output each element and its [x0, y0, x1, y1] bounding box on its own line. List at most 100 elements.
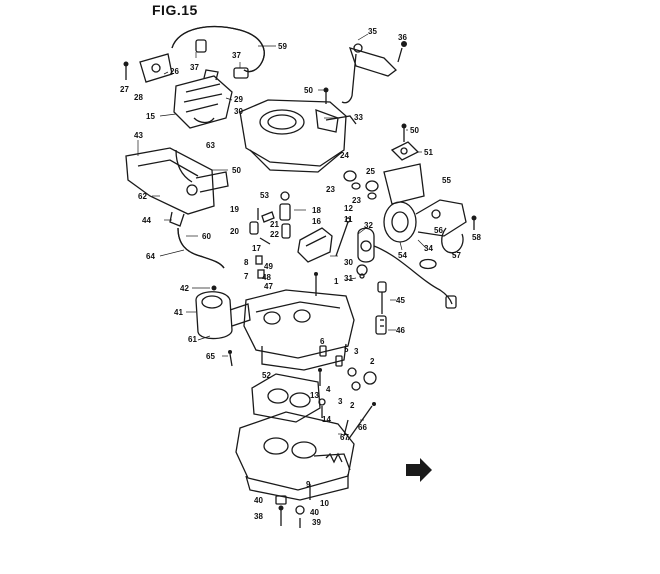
- screw-part-50: [323, 87, 329, 104]
- callout-46: 46: [396, 326, 405, 335]
- figure-title: FIG.15: [152, 2, 198, 18]
- choke-unit-part-15: [173, 69, 233, 129]
- callout-20: 20: [230, 227, 239, 236]
- callout-35: 35: [368, 27, 377, 36]
- callout-59: 59: [278, 42, 287, 51]
- callout-63: 63: [206, 141, 215, 150]
- callout-36: 36: [398, 33, 407, 42]
- callout-54: 54: [398, 251, 407, 260]
- callout-labels: 59 35 36 37 37 26 27 28 50 29 30 33 15 4…: [120, 27, 481, 527]
- callout-64: 64: [146, 252, 155, 261]
- callout-66: 66: [358, 423, 367, 432]
- callout-42: 42: [180, 284, 189, 293]
- callout-40: 40: [310, 508, 319, 517]
- callout-23: 23: [326, 185, 335, 194]
- callout-33: 33: [354, 113, 363, 122]
- callout-61: 61: [188, 335, 197, 344]
- callout-8: 8: [244, 258, 249, 267]
- leader-lines: [137, 33, 457, 435]
- callout-17: 17: [252, 244, 261, 253]
- callout-24: 24: [340, 151, 349, 160]
- callout-3: 3: [354, 347, 359, 356]
- callout-2: 2: [370, 357, 375, 366]
- callout-3: 3: [338, 397, 343, 406]
- callout-47: 47: [264, 282, 273, 291]
- callout-19: 19: [230, 205, 239, 214]
- callout-18: 18: [312, 206, 321, 215]
- callout-67: 67: [340, 433, 349, 442]
- callout-37: 37: [232, 51, 241, 60]
- callout-45: 45: [396, 296, 405, 305]
- callout-57: 57: [452, 251, 461, 260]
- callout-26: 26: [170, 67, 179, 76]
- callout-39: 39: [312, 518, 321, 527]
- callout-32: 32: [364, 221, 373, 230]
- callout-44: 44: [142, 216, 151, 225]
- callout-60: 60: [202, 232, 211, 241]
- callout-49: 49: [264, 262, 273, 271]
- callout-16: 16: [312, 217, 321, 226]
- callout-31: 31: [344, 274, 353, 283]
- bracket-part-26: [123, 53, 173, 83]
- callout-4: 4: [326, 385, 331, 394]
- callout-29: 29: [234, 95, 243, 104]
- callout-51: 51: [424, 148, 433, 157]
- pump-part-16: [297, 227, 333, 263]
- fuel-pump-part-41: [195, 285, 251, 340]
- clamp-part-37: [195, 39, 249, 79]
- callout-65: 65: [206, 352, 215, 361]
- callout-52: 52: [262, 371, 271, 380]
- callout-10: 10: [320, 499, 329, 508]
- callout-30: 30: [344, 258, 353, 267]
- callout-62: 62: [138, 192, 147, 201]
- jet-parts-stack: [249, 191, 291, 279]
- callout-38: 38: [254, 512, 263, 521]
- bracket-part-43: [125, 147, 229, 227]
- direction-arrow-icon: [406, 458, 432, 482]
- callout-55: 55: [442, 176, 451, 185]
- callout-50: 50: [304, 86, 313, 95]
- hose-part-64: [175, 149, 225, 269]
- gasket-part-52: [251, 373, 321, 423]
- callout-50: 50: [410, 126, 419, 135]
- callout-11: 11: [344, 215, 353, 224]
- callout-15: 15: [146, 112, 155, 121]
- callout-53: 53: [260, 191, 269, 200]
- air-horn-part-53: [239, 99, 357, 173]
- callout-23: 23: [352, 196, 361, 205]
- callout-7: 7: [244, 272, 249, 281]
- callout-9: 9: [306, 480, 311, 489]
- callout-37: 37: [190, 63, 199, 72]
- callout-5: 5: [344, 345, 349, 354]
- callout-58: 58: [472, 233, 481, 242]
- hose-part-59: [171, 25, 265, 73]
- callout-1: 1: [334, 277, 339, 286]
- callout-25: 25: [366, 167, 375, 176]
- callout-34: 34: [424, 244, 433, 253]
- needle-valve-part-46: [375, 281, 387, 335]
- callout-56: 56: [434, 226, 443, 235]
- linkage-part-35: [341, 41, 407, 104]
- callout-27: 27: [120, 85, 129, 94]
- throttle-body-part-9: [235, 398, 376, 501]
- callout-12: 12: [344, 204, 353, 213]
- callout-41: 41: [174, 308, 183, 317]
- callout-28: 28: [134, 93, 143, 102]
- washer-parts-23: [343, 170, 379, 200]
- callout-40: 40: [254, 496, 263, 505]
- callout-43: 43: [134, 131, 143, 140]
- callout-22: 22: [270, 230, 279, 239]
- callout-2: 2: [350, 401, 355, 410]
- callout-14: 14: [322, 415, 331, 424]
- callout-21: 21: [270, 220, 279, 229]
- float-chamber-part-47: [228, 272, 355, 371]
- callout-6: 6: [320, 337, 325, 346]
- callout-48: 48: [262, 273, 271, 282]
- screw-parts-38-40: [275, 484, 311, 528]
- solenoid-part-32: [356, 227, 457, 309]
- callout-30: 30: [234, 107, 243, 116]
- rod-part-12: [335, 217, 351, 257]
- callout-13: 13: [310, 391, 319, 400]
- callout-50: 50: [232, 166, 241, 175]
